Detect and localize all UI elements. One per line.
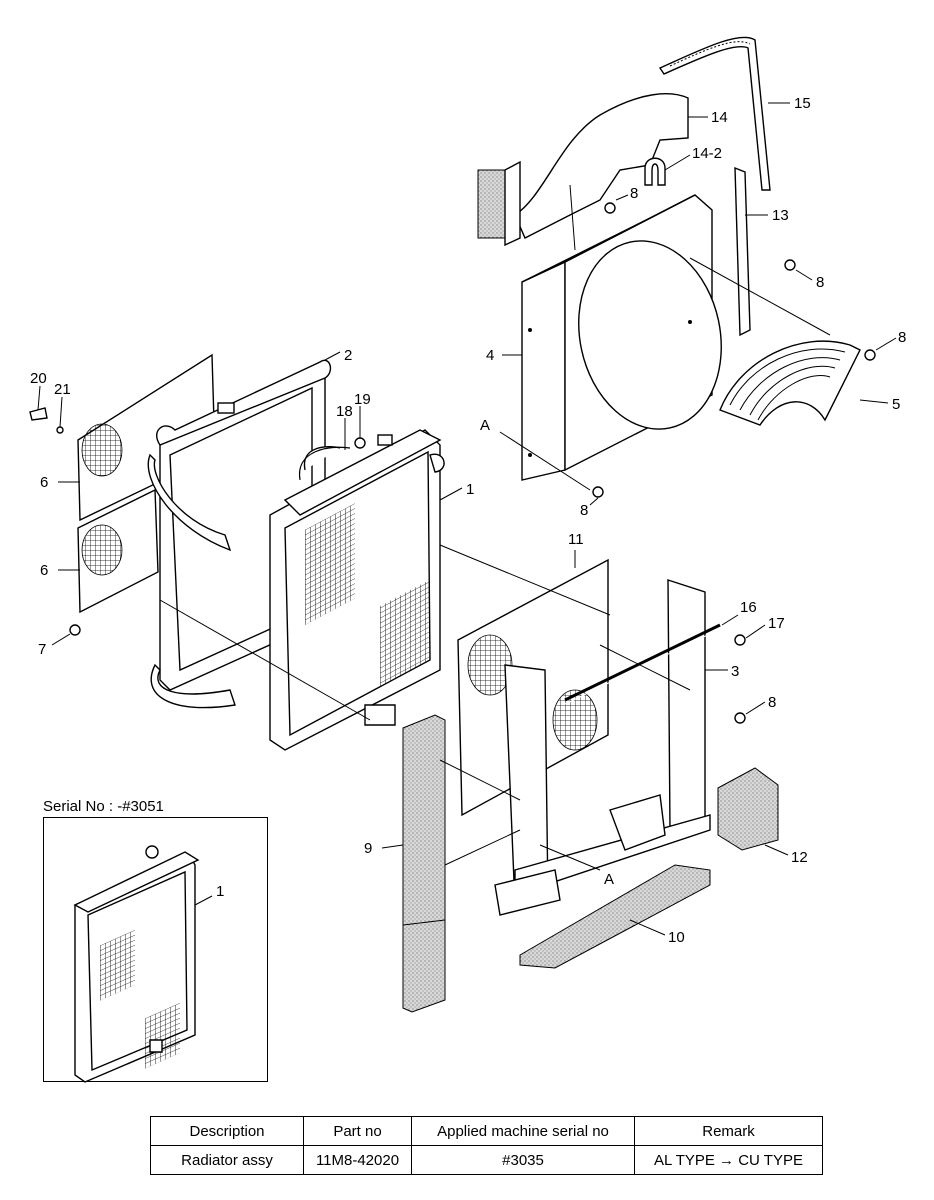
bolt-8e [734, 712, 746, 724]
cover-plate-14 [477, 93, 689, 247]
callout-21: 21 [54, 381, 71, 398]
radiator-1 [269, 429, 445, 751]
callout-5: 5 [892, 396, 900, 413]
foam-strip-10 [519, 864, 711, 969]
table-header-row: Description Part no Applied machine seri… [150, 1116, 823, 1146]
callout-6a: 6 [40, 474, 48, 491]
header-remark: Remark [634, 1116, 823, 1146]
foam-block-12 [717, 767, 779, 851]
callout-labels: 14 15 14-2 8 13 8 8 4 5 A 8 2 1 20 21 18… [30, 95, 906, 946]
screen-6-upper [77, 353, 216, 522]
callout-14: 14 [711, 109, 728, 126]
bolt-8b [784, 259, 796, 271]
callout-A2: A [604, 871, 614, 888]
header-serial-no: Applied machine serial no [411, 1116, 635, 1146]
callout-8d: 8 [580, 502, 588, 519]
support-frame-3 [494, 579, 711, 916]
hose-strip-15 [658, 36, 771, 191]
serial-inset-box [43, 817, 268, 1082]
bolt-7 [69, 624, 81, 636]
hose-18 [299, 446, 351, 481]
callout-3: 3 [731, 663, 739, 680]
callout-7: 7 [38, 641, 46, 658]
cell-remark: AL TYPE → CU TYPE [634, 1145, 823, 1175]
callout-6b: 6 [40, 562, 48, 579]
callout-13: 13 [772, 207, 789, 224]
callout-14-2: 14-2 [692, 145, 722, 162]
callout-8a: 8 [630, 185, 638, 202]
callout-10: 10 [668, 929, 685, 946]
ring-19 [354, 437, 366, 449]
inset-radiator: 1 [73, 845, 224, 1083]
bolts [29, 202, 876, 724]
washer-21 [56, 426, 64, 434]
table-row: Radiator assy 11M8-42020 #3035 AL TYPE →… [150, 1145, 823, 1175]
bracket-14-2 [644, 157, 666, 186]
bolt-8d [592, 486, 604, 498]
header-description: Description [150, 1116, 304, 1146]
callout-16: 16 [740, 599, 757, 616]
cell-serial-no: #3035 [411, 1145, 635, 1175]
callout-17: 17 [768, 615, 785, 632]
bolt-8a [604, 202, 616, 214]
cell-description: Radiator assy [150, 1145, 304, 1175]
foam-block-9 [402, 714, 446, 1013]
parts-table: Description Part no Applied machine seri… [150, 1116, 823, 1175]
serial-box-title: Serial No : -#3051 [43, 798, 164, 815]
fan-shroud-4 [521, 194, 722, 481]
callout-9: 9 [364, 840, 372, 857]
callout-8b: 8 [816, 274, 824, 291]
bolt-17 [734, 634, 746, 646]
header-part-no: Part no [303, 1116, 412, 1146]
callout-20: 20 [30, 370, 47, 387]
callout-1: 1 [466, 481, 474, 498]
callout-12: 12 [791, 849, 808, 866]
callout-8c: 8 [898, 329, 906, 346]
callout-8e: 8 [768, 694, 776, 711]
screen-6-lower [77, 488, 159, 614]
callout-19: 19 [354, 391, 371, 408]
seal-strip-13 [734, 166, 751, 337]
leader-lines [37, 102, 897, 936]
callout-18: 18 [336, 403, 353, 420]
callout-4: 4 [486, 347, 494, 364]
callout-11: 11 [568, 531, 584, 548]
bolt-20 [29, 407, 48, 421]
callout-15: 15 [794, 95, 811, 112]
cell-part-no: 11M8-42020 [303, 1145, 412, 1175]
callout-A1: A [480, 417, 490, 434]
fan-seal-5 [719, 340, 861, 426]
callout-2: 2 [344, 347, 352, 364]
bolt-8c [864, 349, 876, 361]
callout-1-inset: 1 [216, 883, 224, 900]
